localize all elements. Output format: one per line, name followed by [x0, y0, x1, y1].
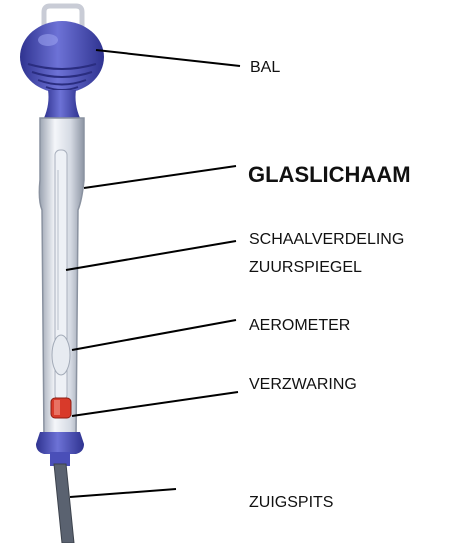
- label-zuurspiegel: ZUURSPIEGEL: [249, 258, 362, 278]
- label-glaslichaam: GLASLICHAAM: [248, 162, 411, 188]
- label-verzwaring: VERZWARING: [249, 375, 357, 395]
- label-zuigspits: ZUIGSPITS: [249, 493, 333, 513]
- leader-line-aerometer: [72, 320, 236, 350]
- label-bal: BAL: [250, 58, 280, 78]
- leader-line-glaslichaam: [84, 166, 236, 188]
- leader-line-verzwaring: [72, 392, 238, 416]
- leader-line-zuigspits: [70, 489, 176, 497]
- bulb: [20, 21, 104, 118]
- leader-line-bal: [96, 50, 240, 66]
- label-schaalverdeling: SCHAALVERDELING: [249, 230, 404, 250]
- leader-line-schaalverdeling: [66, 241, 236, 270]
- label-aerometer: AEROMETER: [249, 316, 350, 336]
- suction-tip: [54, 464, 74, 543]
- glass-body: [39, 118, 84, 440]
- bottom-collar: [36, 432, 84, 454]
